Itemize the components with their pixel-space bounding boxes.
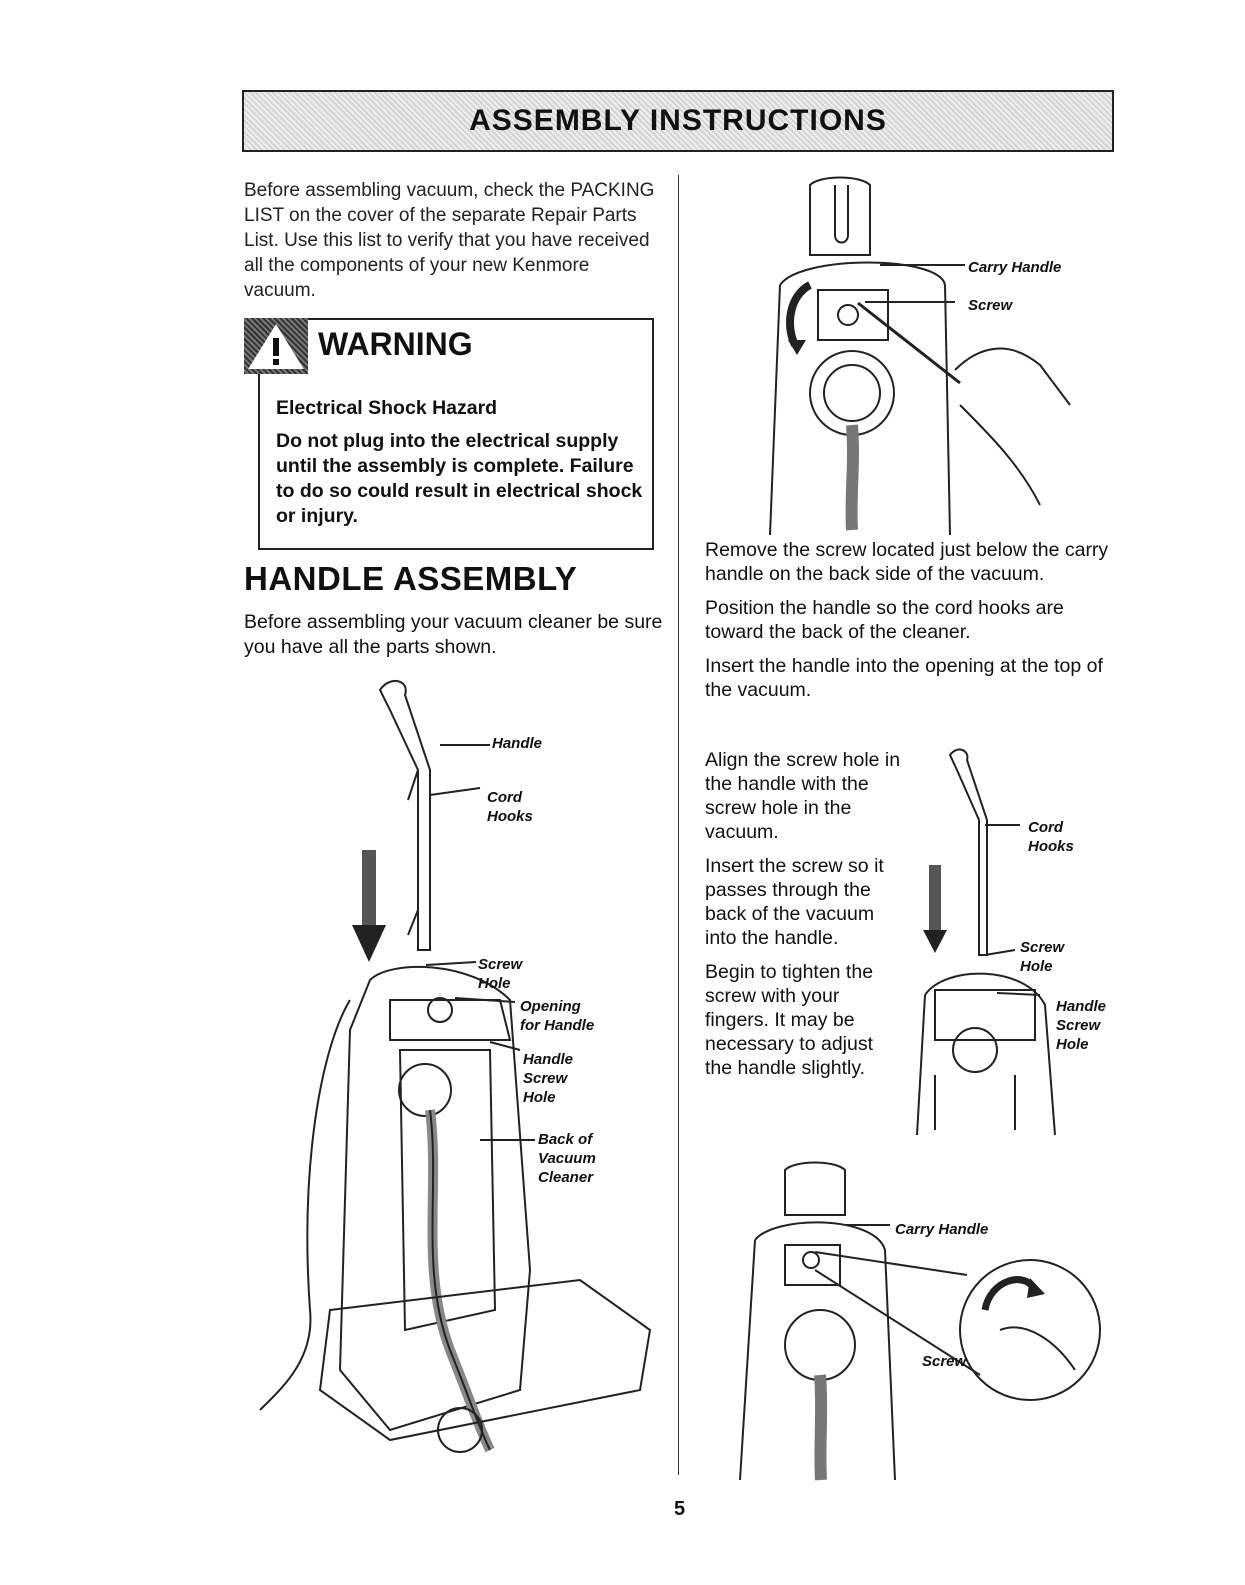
warning-body: Electrical Shock Hazard Do not plug into… — [276, 396, 644, 537]
label-carry-handle: Carry Handle — [968, 259, 1062, 276]
intro-paragraph: Before assembling vacuum, check the PACK… — [244, 180, 655, 301]
label-opening: Opening for Handle — [520, 998, 595, 1034]
label-handle: Handle — [492, 735, 543, 752]
section-title: HANDLE ASSEMBLY — [244, 560, 578, 597]
label-cord-hooks-2: Cord Hooks — [1028, 819, 1074, 855]
step-tighten-screw: Begin to tighten the screw with your fin… — [705, 961, 874, 1079]
banner-title: ASSEMBLY INSTRUCTIONS — [469, 104, 887, 137]
section-intro: Before assembling your vacuum cleaner be… — [244, 611, 663, 658]
warning-box — [258, 318, 654, 550]
warning-hazard: Electrical Shock Hazard — [276, 397, 498, 419]
remove-screw-illustration — [769, 176, 1071, 536]
label-screw-2: Screw — [922, 1353, 967, 1370]
tighten-screw-illustration — [739, 1161, 1101, 1481]
page-number: 5 — [674, 1498, 686, 1520]
label-handle-screw-hole-2: Handle Screw Hole — [1056, 998, 1107, 1053]
vacuum-illustration — [259, 680, 652, 1453]
label-back-of-vacuum: Back of Vacuum Cleaner — [538, 1131, 596, 1186]
insert-handle-illustration — [916, 748, 1056, 1136]
warning-triangle-icon — [248, 324, 304, 369]
label-screw-hole-2: Screw Hole — [1020, 939, 1065, 975]
step-position-handle: Position the handle so the cord hooks ar… — [705, 597, 1064, 643]
column-divider — [678, 175, 679, 1475]
step-remove-screw: Remove the screw located just below the … — [705, 539, 1109, 585]
section-banner: ASSEMBLY INSTRUCTIONS — [242, 90, 1114, 152]
warning-text: Do not plug into the electrical supply u… — [276, 430, 643, 527]
label-screw-hole: Screw Hole — [478, 956, 523, 992]
warning-title: WARNING — [318, 326, 473, 362]
label-handle-screw-hole: Handle Screw Hole — [523, 1051, 574, 1106]
label-carry-handle-2: Carry Handle — [895, 1221, 989, 1238]
step-insert-screw: Insert the screw so it passes through th… — [705, 855, 884, 949]
step-text-1: Remove the screw located just below the … — [705, 538, 1115, 712]
step-insert-handle: Insert the handle into the opening at th… — [705, 655, 1103, 701]
step-text-2: Align the screw hole in the handle with … — [705, 748, 901, 1090]
label-cord-hooks: Cord Hooks — [487, 789, 533, 825]
step-align-hole: Align the screw hole in the handle with … — [705, 749, 901, 843]
label-screw: Screw — [968, 297, 1013, 314]
